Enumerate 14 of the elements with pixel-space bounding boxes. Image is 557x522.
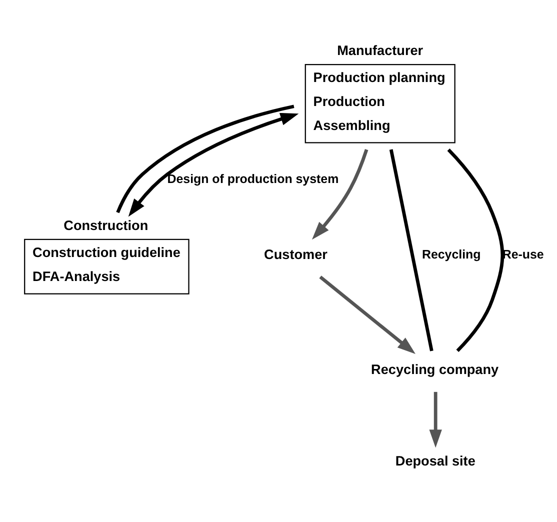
arrow <box>128 112 299 217</box>
arrow <box>312 149 368 240</box>
edge-label: Recycling <box>422 248 481 262</box>
node-text: Deposal site <box>395 453 476 468</box>
arrow <box>319 276 416 354</box>
connector <box>389 149 434 352</box>
connector <box>447 148 504 352</box>
node-text: Recycling company <box>371 362 499 377</box>
node-text: Customer <box>264 246 328 262</box>
arrow <box>429 392 442 448</box>
node-label: Construction <box>64 218 148 233</box>
connector <box>116 104 294 214</box>
node-label: Manufacturer <box>337 43 424 58</box>
edge-label: Design of production system <box>167 172 339 186</box>
